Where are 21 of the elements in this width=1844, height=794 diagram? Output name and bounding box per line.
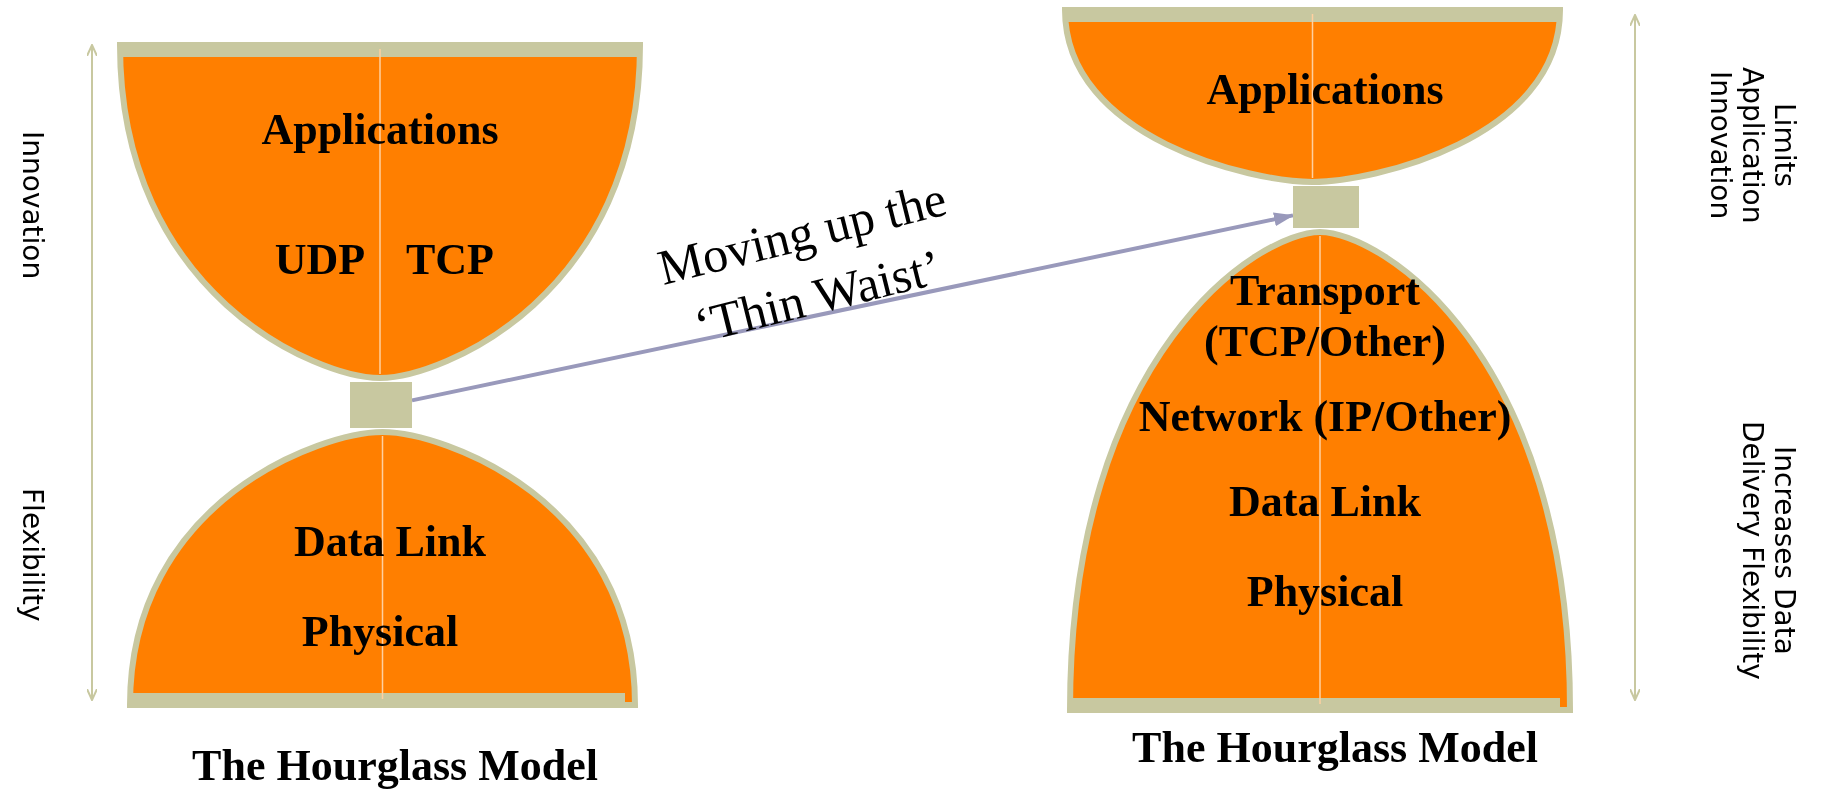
axis-label: Increases Data Delivery Flexibility (1734, 419, 1800, 682)
caption: The Hourglass Model (192, 740, 598, 791)
edge-label: Moving up the ‘Thin Waist’ (651, 169, 953, 356)
layer-label: Data Link (1228, 476, 1422, 528)
layer-label: Network (IP/Other) (1137, 391, 1513, 443)
layer-label: Applications (260, 104, 500, 156)
layer-label: Transport (TCP/Other) (1203, 266, 1447, 368)
axis-label: Flexibility (15, 487, 48, 624)
upper-bowl (120, 45, 640, 378)
layer-label: Physical (1245, 566, 1405, 618)
arrow (411, 212, 1294, 403)
upper-bowl (1065, 10, 1560, 182)
lower-bowl (1070, 232, 1570, 710)
axis-label: Innovation (15, 129, 48, 282)
waist-block (350, 382, 412, 428)
axis-label: Limits Application Innovation (1702, 65, 1800, 226)
layer-label: TCP (405, 234, 495, 286)
waist-block (1293, 186, 1359, 228)
layer-label: UDP (273, 234, 367, 286)
lower-bowl (130, 432, 635, 705)
caption: The Hourglass Model (1132, 722, 1538, 773)
